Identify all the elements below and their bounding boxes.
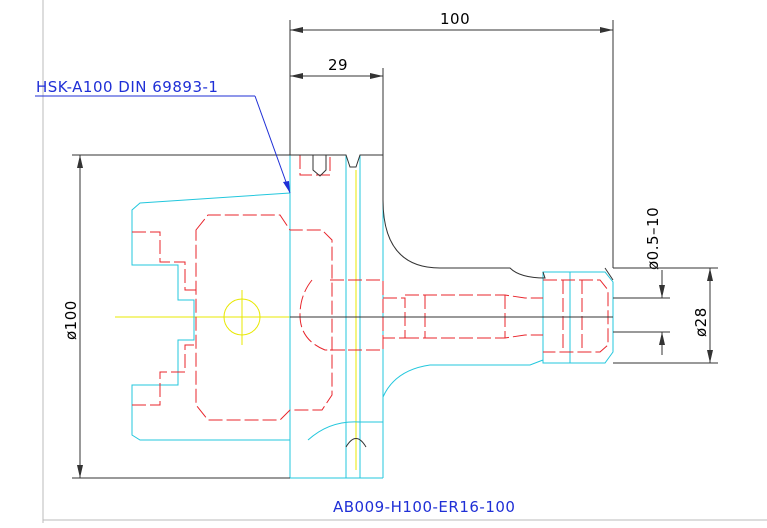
flange-length-label: 29 bbox=[328, 56, 348, 74]
overall-length-label: 100 bbox=[440, 10, 470, 28]
profile-outline bbox=[290, 154, 614, 448]
dimension-nut-diameter: ø28 bbox=[613, 267, 718, 364]
clamping-range-label: ø0.5–10 bbox=[644, 207, 662, 270]
dimension-overall-length: 100 bbox=[289, 10, 614, 268]
drive-bore-circle bbox=[223, 298, 261, 336]
nut-diameter-label: ø28 bbox=[692, 307, 710, 337]
centerlines bbox=[115, 170, 610, 470]
dimension-flange-diameter: ø100 bbox=[62, 154, 290, 479]
hsk-callout-label: HSK-A100 DIN 69893-1 bbox=[36, 78, 218, 96]
flange-diameter-label: ø100 bbox=[62, 300, 80, 340]
dimension-clamping-range: ø0.5–10 bbox=[613, 207, 670, 355]
part-number-label: AB009-H100-ER16-100 bbox=[333, 498, 515, 516]
hsk-callout: HSK-A100 DIN 69893-1 bbox=[35, 78, 291, 194]
dimension-flange-length: 29 bbox=[290, 56, 384, 155]
internal-features bbox=[132, 155, 609, 421]
